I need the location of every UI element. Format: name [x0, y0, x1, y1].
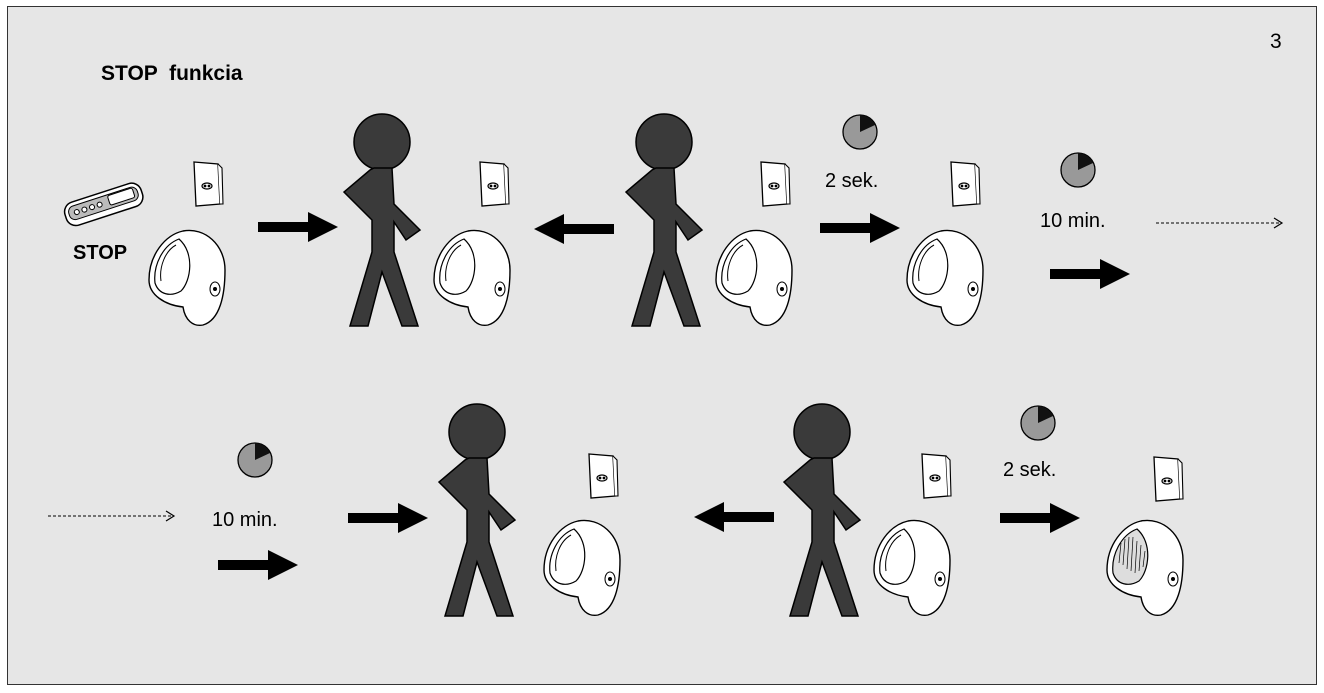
- timer-icon: [840, 112, 880, 152]
- duration-label-top: 10 min.: [1040, 210, 1106, 233]
- sensor-panel-icon: [947, 160, 981, 208]
- timer-icon: [235, 440, 275, 480]
- sensor-panel-icon: [1150, 455, 1184, 503]
- urinal-icon: [430, 225, 515, 330]
- diagram-title: STOP funkcia: [101, 62, 243, 86]
- delay-label-bottom: 2 sek.: [1003, 459, 1056, 482]
- arrow-icon: [258, 212, 340, 242]
- dashed-arrow-icon: [1156, 216, 1286, 230]
- sensor-panel-icon: [476, 160, 510, 208]
- duration-label-bottom: 10 min.: [212, 509, 278, 532]
- arrow-icon: [1050, 259, 1132, 289]
- arrow-left-icon: [692, 502, 774, 532]
- page-number: 3: [1270, 30, 1282, 54]
- urinal-icon: [145, 225, 230, 330]
- urinal-icon: [540, 515, 625, 620]
- arrow-icon: [348, 503, 430, 533]
- arrow-icon: [218, 550, 300, 580]
- flushing-urinal-icon: [1103, 515, 1188, 620]
- person-icon: [425, 402, 530, 620]
- urinal-icon: [712, 225, 797, 330]
- sensor-panel-icon: [757, 160, 791, 208]
- sensor-panel-icon: [190, 160, 224, 208]
- timer-icon: [1018, 403, 1058, 443]
- urinal-icon: [903, 225, 988, 330]
- sensor-panel-icon: [585, 452, 619, 500]
- stop-label: STOP: [73, 242, 127, 265]
- arrow-icon: [1000, 503, 1082, 533]
- timer-icon: [1058, 150, 1098, 190]
- remote-control-icon: [60, 180, 150, 230]
- person-icon: [770, 402, 875, 620]
- dashed-arrow-icon: [48, 509, 178, 523]
- person-icon: [612, 112, 717, 330]
- delay-label-top: 2 sek.: [825, 170, 878, 193]
- urinal-icon: [870, 515, 955, 620]
- sensor-panel-icon: [918, 452, 952, 500]
- arrow-icon: [820, 213, 902, 243]
- person-icon: [330, 112, 435, 330]
- arrow-left-icon: [532, 214, 614, 244]
